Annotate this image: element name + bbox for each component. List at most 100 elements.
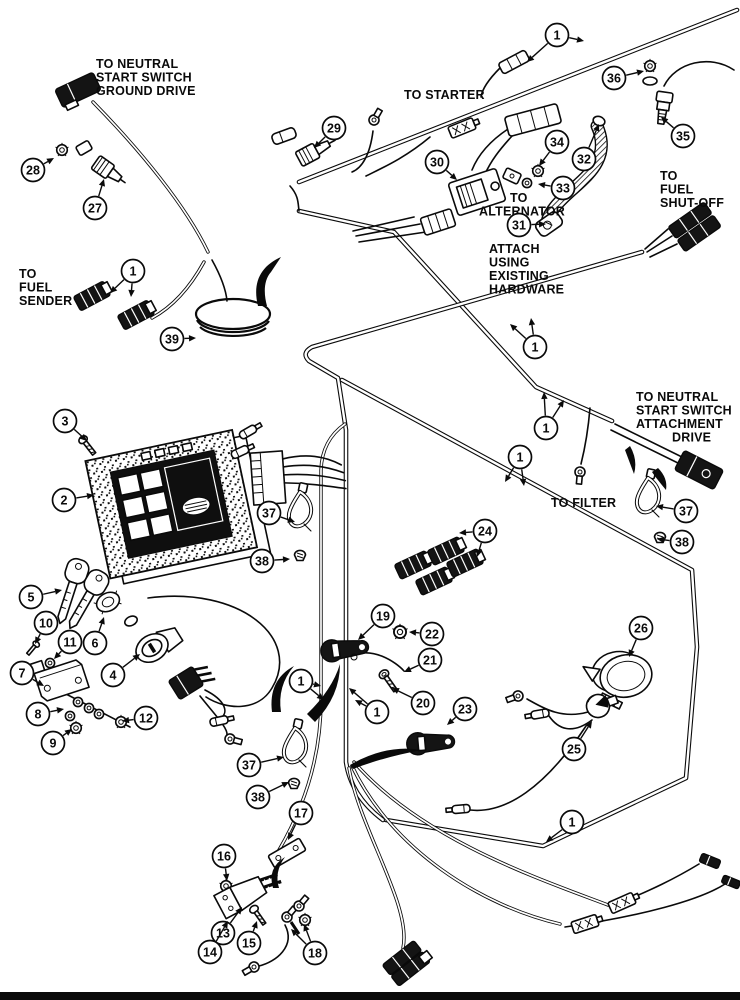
page-bottom-bar: [0, 992, 740, 1000]
callout-28-34: 28: [20, 157, 54, 183]
screw-20: [378, 669, 398, 693]
svg-text:36: 36: [607, 71, 621, 85]
connector-neutral-attach: [674, 450, 724, 490]
svg-text:21: 21: [423, 653, 437, 667]
callout-38-44: 38: [249, 548, 290, 574]
callout-25-31: 25: [561, 721, 592, 762]
svg-text:4: 4: [110, 668, 117, 682]
harness-zigzag-upper: [296, 208, 615, 424]
cable-tie-37-bottom: [281, 716, 309, 769]
bullet-terminal-horn2: [444, 803, 472, 816]
callout-37-47: 37: [236, 752, 284, 778]
label-to-filter: TO FILTER: [551, 496, 616, 510]
svg-text:5: 5: [28, 590, 35, 604]
screw-10: [25, 640, 41, 656]
clip-38-bottom: [287, 777, 301, 790]
coiled-wire-39: [194, 257, 281, 338]
callout-1-0: 1: [527, 22, 584, 62]
connector-bottom-small-a: [569, 911, 605, 935]
connector-top: [498, 49, 530, 75]
callout-15-21: 15: [236, 921, 262, 956]
bezel-nut-6: [93, 590, 122, 615]
terminal-alternator: [502, 167, 522, 185]
connector-neutral-ground: [55, 72, 101, 112]
callout-5-11: 5: [18, 584, 62, 610]
connector-edge-a: [698, 852, 722, 870]
callout-23-29: 23: [447, 696, 478, 725]
callout-1-7: 1: [546, 809, 585, 842]
callout-30-36: 30: [424, 149, 457, 180]
harness-fan-wire-1: [347, 766, 406, 950]
bullet-lead-a: [237, 420, 264, 441]
connector-fuel-sender-a: [72, 278, 115, 312]
svg-text:1: 1: [569, 815, 576, 829]
callout-26-32: 26: [628, 615, 654, 657]
svg-text:18: 18: [308, 946, 322, 960]
bullet-terminal-horn: [523, 707, 551, 722]
horn-26: [582, 650, 653, 710]
callout-8-14: 8: [25, 701, 64, 727]
svg-text:29: 29: [327, 121, 341, 135]
ring-6: [124, 615, 138, 627]
connector-small-top: [271, 127, 297, 145]
callout-7-13: 7: [9, 660, 44, 686]
svg-text:1: 1: [517, 450, 524, 464]
callout-18-24: 18: [291, 924, 328, 966]
callout-1-6: 1: [349, 688, 390, 725]
clamp-19: [320, 639, 370, 663]
callout-16-22: 16: [211, 843, 237, 881]
svg-text:27: 27: [88, 201, 102, 215]
callout-29-35: 29: [314, 115, 347, 148]
svg-text:1: 1: [374, 705, 381, 719]
callout-37-43: 37: [256, 500, 295, 526]
svg-text:10: 10: [39, 616, 53, 630]
svg-text:1: 1: [130, 264, 137, 278]
callout-19-25: 19: [358, 603, 396, 640]
bullet-terminal-ignition: [208, 713, 236, 728]
callout-37-45: 37: [656, 498, 699, 524]
svg-text:33: 33: [556, 181, 570, 195]
callout-20-26: 20: [392, 688, 436, 716]
svg-text:38: 38: [255, 554, 269, 568]
svg-text:20: 20: [416, 696, 430, 710]
connector-edge-b: [721, 874, 740, 890]
connector-ignition: [168, 665, 216, 700]
keys-5: [57, 557, 110, 630]
clamp-23: [406, 732, 456, 756]
callout-35-41: 35: [661, 117, 696, 149]
wire-hook-21: [350, 653, 358, 661]
connector-fuel-shutoff: [668, 202, 721, 252]
ring-terminal-ignition: [223, 732, 244, 748]
svg-text:38: 38: [675, 535, 689, 549]
callout-12-18: 12: [122, 705, 159, 731]
callout-27-33: 27: [82, 179, 108, 221]
callout-9-15: 9: [40, 729, 72, 756]
screw-3: [78, 434, 97, 456]
svg-text:32: 32: [577, 152, 591, 166]
instrument-panel-2: [84, 428, 272, 585]
washer-36: [642, 76, 658, 86]
ring-terminal-bottom: [240, 959, 262, 979]
svg-text:2: 2: [61, 493, 68, 507]
callout-21-27: 21: [404, 647, 443, 673]
connector-flat-4pin: [504, 103, 562, 137]
svg-text:1: 1: [543, 421, 550, 435]
ignition-switch-4: [135, 627, 184, 664]
callout-3-9: 3: [52, 408, 87, 441]
svg-text:17: 17: [294, 806, 308, 820]
nut-34: [530, 163, 546, 178]
callout-14-20: 14: [197, 921, 228, 965]
callout-38-48: 38: [245, 782, 289, 810]
svg-text:25: 25: [567, 742, 581, 756]
svg-text:15: 15: [242, 936, 256, 950]
clip-38-mid: [293, 549, 307, 562]
svg-text:38: 38: [251, 790, 265, 804]
